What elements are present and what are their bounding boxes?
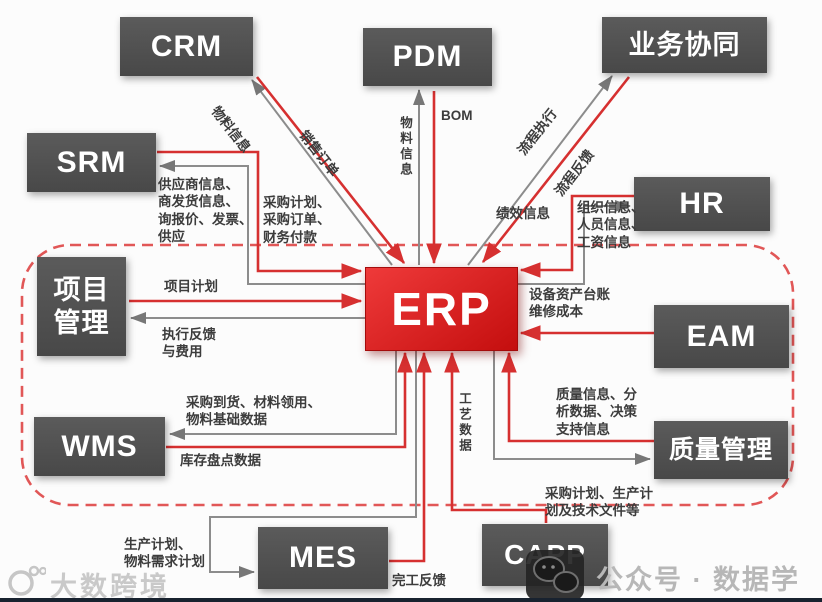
edge-label-qm-erp: 质量信息、分 析数据、决策 支持信息	[556, 387, 637, 437]
edge-label-srm-erp: 供应商信息、 商发货信息、 询报价、发票、 供应	[158, 177, 253, 244]
watermark-right: 公众号 · 数据学堂	[596, 565, 800, 595]
box-hr: HR	[634, 177, 770, 231]
edge-line-erp-mes	[209, 350, 417, 578]
edge-line-erp-hr	[516, 200, 631, 285]
edge-label-hr-erp: 绩效信息	[496, 206, 550, 221]
edge-label-erp-hr: 组织信息、 人员信息、 工资信息	[577, 200, 645, 250]
box-quality-management: 质量管理	[654, 421, 788, 479]
edge-label-wms-erp: 库存盘点数据	[180, 453, 261, 468]
edge-label-eam-erp: 设备资产台账 维修成本	[529, 287, 610, 320]
edge-line-erp-wms	[169, 350, 397, 440]
wechat-icon	[526, 550, 584, 600]
edge-label-erp-mes: 生产计划、 物料需求计划	[124, 537, 205, 570]
dashed-boundary	[20, 243, 795, 507]
edge-label-pdm-erp: BOM	[441, 108, 473, 123]
edge-line-erp-qm	[493, 350, 651, 465]
edge-line-biz-erp	[481, 76, 631, 264]
edge-line-erp-srm	[159, 160, 365, 285]
box-mes: MES	[258, 527, 388, 589]
edge-line-mes-erp	[389, 351, 432, 563]
edge-line-crm-erp	[255, 76, 406, 265]
edge-label-pm-erp: 项目计划	[164, 279, 218, 294]
edge-line-qm-erp	[501, 351, 654, 443]
bottom-edge-strip	[0, 598, 822, 602]
edge-label-erp-pdm: 物料信息	[398, 116, 412, 178]
edge-line-erp-crm	[251, 79, 393, 266]
edge-line-hr-erp	[519, 194, 634, 278]
box-wms: WMS	[34, 417, 165, 476]
box-srm: SRM	[27, 133, 156, 192]
edge-line-erp-biz	[467, 75, 613, 266]
edge-line-capp-erp	[444, 351, 548, 523]
edge-label-erp-qm: 采购计划、生产计 划及技术文件等	[545, 486, 653, 519]
box-pdm: PDM	[363, 28, 492, 86]
edge-label-mes-erp: 完工反馈	[392, 573, 446, 588]
box-business-collaboration: 业务协同	[602, 17, 767, 73]
box-erp: ERP	[365, 267, 518, 351]
box-crm: CRM	[120, 17, 253, 76]
edge-label-erp-srm: 采购计划、 采购订单、 财务付款	[263, 195, 331, 245]
edge-label-capp-erp: 工艺数据	[457, 392, 471, 454]
watermark-left: 大数跨境	[50, 572, 170, 602]
dashu-logo-icon	[8, 565, 46, 596]
edge-label-erp-pm: 执行反馈 与费用	[162, 327, 216, 360]
edge-line-wms-erp	[166, 351, 413, 449]
edge-line-srm-erp	[157, 150, 363, 279]
box-project-management: 项目 管理	[37, 257, 126, 356]
box-eam: EAM	[654, 305, 789, 368]
edge-label-erp-wms: 采购到货、材料领用、 物料基础数据	[186, 395, 321, 428]
